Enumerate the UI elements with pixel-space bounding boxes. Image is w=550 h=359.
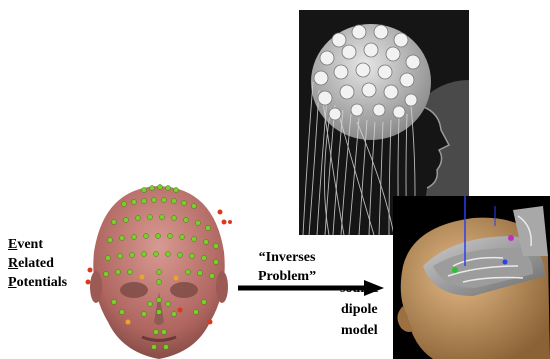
- source-line3: model: [340, 320, 379, 341]
- source-line1: source: [340, 278, 379, 299]
- head-mesh-with-electrodes: [84, 182, 234, 359]
- erp-line-event: Event: [8, 235, 67, 254]
- inverse-problem-line2: Problem”: [258, 267, 316, 286]
- erp-line-related: Related: [8, 254, 67, 273]
- inverse-problem-label: “Inverses Problem”: [258, 248, 316, 286]
- inverse-problem-line1: “Inverses: [258, 248, 316, 267]
- erp-line-potentials: Potentials: [8, 273, 67, 292]
- mri-brain-cutaway: [393, 196, 550, 359]
- source-dipole-label: source dipole model: [340, 278, 379, 341]
- source-line2: dipole: [340, 299, 379, 320]
- erp-label: Event Related Potentials: [8, 235, 67, 292]
